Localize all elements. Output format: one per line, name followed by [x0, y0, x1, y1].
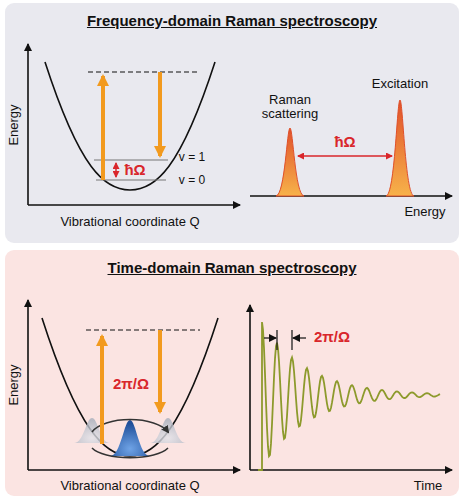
frequency-potential — [28, 44, 240, 205]
energy-quantum: ħΩ — [334, 134, 355, 151]
time-trace — [250, 305, 452, 470]
axis-label: Energy — [404, 205, 445, 219]
axis-label: Energy — [7, 104, 21, 145]
peak-label: Excitation — [372, 77, 428, 91]
axis-label: Vibrational coordinate Q — [60, 479, 199, 493]
axis-label: Time — [414, 479, 442, 493]
panel-title: Frequency-domain Raman spectroscopy — [5, 12, 459, 29]
period-label: 2π/Ω — [314, 329, 350, 346]
time-potential — [28, 300, 240, 470]
axis-label: Energy — [7, 364, 21, 405]
time-panel: Time-domain Raman spectroscopy — [5, 250, 459, 496]
peak-label: Raman scattering — [250, 93, 330, 122]
level-label: v = 1 — [179, 151, 205, 164]
level-label: v = 0 — [179, 174, 205, 187]
axis-label: Vibrational coordinate Q — [60, 215, 199, 229]
frequency-panel: Frequency-domain Raman spectroscopy — [5, 3, 459, 243]
energy-quantum: ħΩ — [124, 162, 145, 179]
period-label: 2π/Ω — [113, 376, 149, 393]
panel-title: Time-domain Raman spectroscopy — [5, 259, 459, 276]
